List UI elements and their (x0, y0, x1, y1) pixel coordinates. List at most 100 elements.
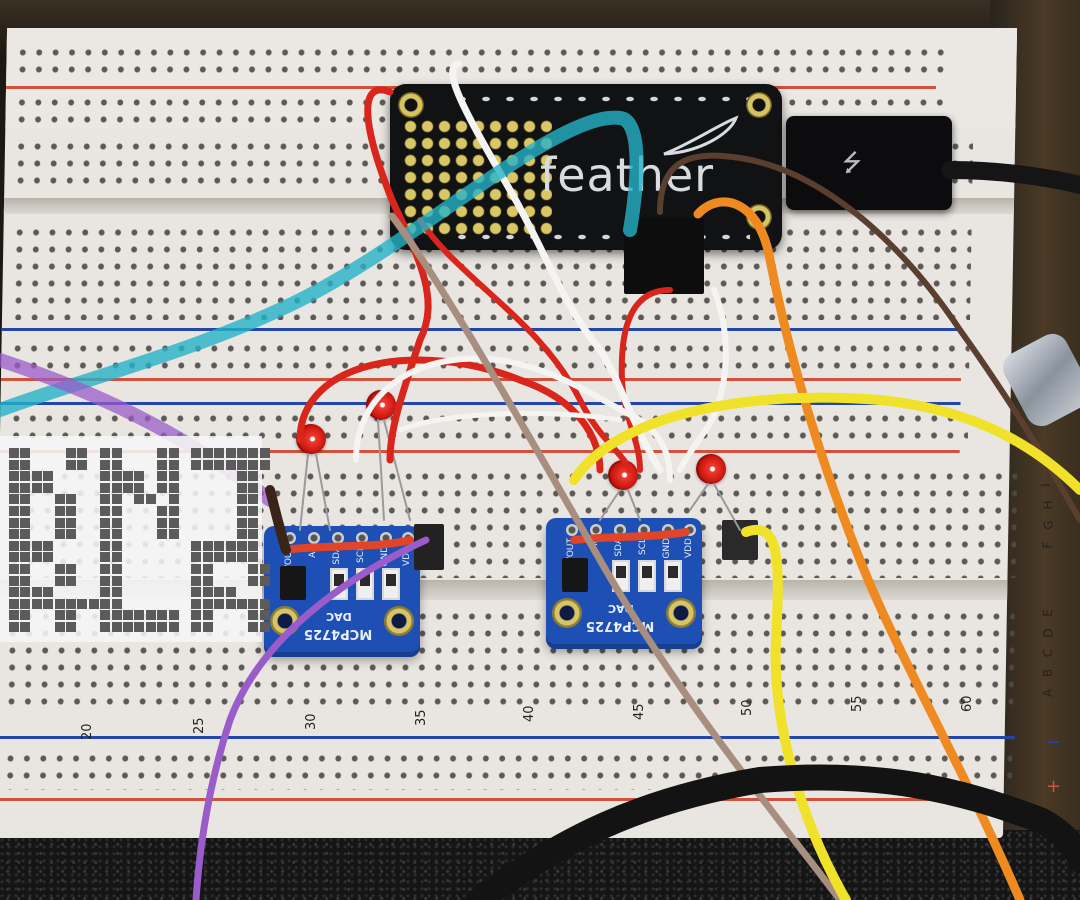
resistor (638, 560, 656, 592)
watermark-pixel (214, 459, 225, 470)
watermark-pixel (225, 598, 236, 609)
watermark-pixel (168, 610, 179, 621)
watermark-pixel (77, 598, 88, 609)
watermark-pixel (31, 598, 42, 609)
watermark-pixel (9, 448, 19, 458)
watermark-pixel (43, 598, 54, 609)
header-pins-top (450, 92, 750, 106)
mount-hole (384, 606, 414, 636)
watermark-pixel (168, 471, 179, 482)
watermark-pixel (66, 494, 76, 505)
watermark-pixel (77, 448, 88, 458)
watermark-pixel (145, 622, 156, 632)
watermark-pixel (191, 575, 202, 586)
watermark-pixel (168, 517, 179, 528)
watermark-pixel (157, 622, 168, 632)
watermark-pixel (248, 471, 259, 482)
watermark-pixel (9, 552, 19, 563)
watermark-pixel (248, 506, 259, 516)
watermark-pixel (202, 564, 213, 574)
watermark-pixel (20, 575, 31, 586)
watermark-pixel (225, 459, 236, 470)
watermark-pixel (237, 552, 247, 563)
watermark-pixel (20, 448, 31, 458)
watermark-pixel (100, 575, 111, 586)
watermark-pixel (9, 506, 19, 516)
watermark-pixel (168, 459, 179, 470)
watermark-pixel (168, 529, 179, 540)
watermark-pixel (100, 552, 111, 563)
watermark-pixel (111, 552, 122, 563)
watermark-pixel (202, 459, 213, 470)
watermark-pixel (54, 598, 65, 609)
mount-hole (746, 92, 772, 118)
watermark-pixel (66, 506, 76, 516)
rail-minus-sign: − (1046, 732, 1062, 753)
watermark-pixel (248, 622, 259, 632)
watermark-pixel (191, 540, 202, 551)
watermark-pixel (248, 448, 259, 458)
watermark-pixel (66, 564, 76, 574)
watermark-pixel (191, 610, 202, 621)
watermark-pixel (202, 540, 213, 551)
watermark-pixel (237, 517, 247, 528)
watermark-pixel (66, 517, 76, 528)
watermark-pixel (111, 587, 122, 598)
watermark-pixel (248, 552, 259, 563)
watermark-pixel (9, 587, 19, 598)
pin-pad (308, 532, 320, 544)
watermark-pixel (191, 598, 202, 609)
mount-hole (552, 598, 582, 628)
watermark-pixel (214, 587, 225, 598)
watermark-pixel (191, 622, 202, 632)
table-surface (0, 830, 1080, 900)
watermark-pixel (43, 587, 54, 598)
watermark-pixel (111, 506, 122, 516)
watermark-pixel (66, 622, 76, 632)
watermark-pixel (237, 494, 247, 505)
watermark-pixel (100, 622, 111, 632)
watermark-pixel (259, 622, 270, 632)
watermark-pixel (54, 517, 65, 528)
watermark-pixel (157, 529, 168, 540)
watermark-pixel (66, 448, 76, 458)
watermark-overlay: bMI BLE (0, 436, 270, 642)
watermark-pixel (54, 575, 65, 586)
watermark-pixel (202, 587, 213, 598)
watermark-pixel (248, 564, 259, 574)
watermark-pixel (237, 506, 247, 516)
red-led (608, 460, 638, 490)
watermark-pixel (9, 482, 19, 493)
watermark-pixel (225, 540, 236, 551)
dac-chip (562, 558, 588, 592)
watermark-pixel (145, 494, 156, 505)
watermark-pixel (168, 494, 179, 505)
watermark-pixel (237, 598, 247, 609)
usb-connector: ⭍ (786, 116, 952, 210)
watermark-pixel (66, 459, 76, 470)
watermark-pixel (225, 448, 236, 458)
watermark-pixel (111, 471, 122, 482)
watermark-pixel (88, 598, 99, 609)
watermark-pixel (43, 482, 54, 493)
watermark-pixel (259, 448, 270, 458)
watermark-pixel (123, 471, 133, 482)
watermark-pixel (237, 482, 247, 493)
watermark-pixel (202, 575, 213, 586)
watermark-pixel (111, 517, 122, 528)
watermark-pixel (111, 575, 122, 586)
watermark-pixel (100, 610, 111, 621)
watermark-pixel (9, 517, 19, 528)
watermark-pixel (157, 459, 168, 470)
watermark-pixel (100, 506, 111, 516)
watermark-pixel (111, 494, 122, 505)
watermark-pixel (134, 471, 145, 482)
watermark-pixel (9, 471, 19, 482)
usb-icon: ⭍ (842, 149, 862, 177)
watermark-pixel (9, 610, 19, 621)
watermark-pixel (111, 529, 122, 540)
watermark-pixel (202, 448, 213, 458)
watermark-pixel (20, 552, 31, 563)
watermark-pixel (9, 564, 19, 574)
watermark-pixel (168, 506, 179, 516)
